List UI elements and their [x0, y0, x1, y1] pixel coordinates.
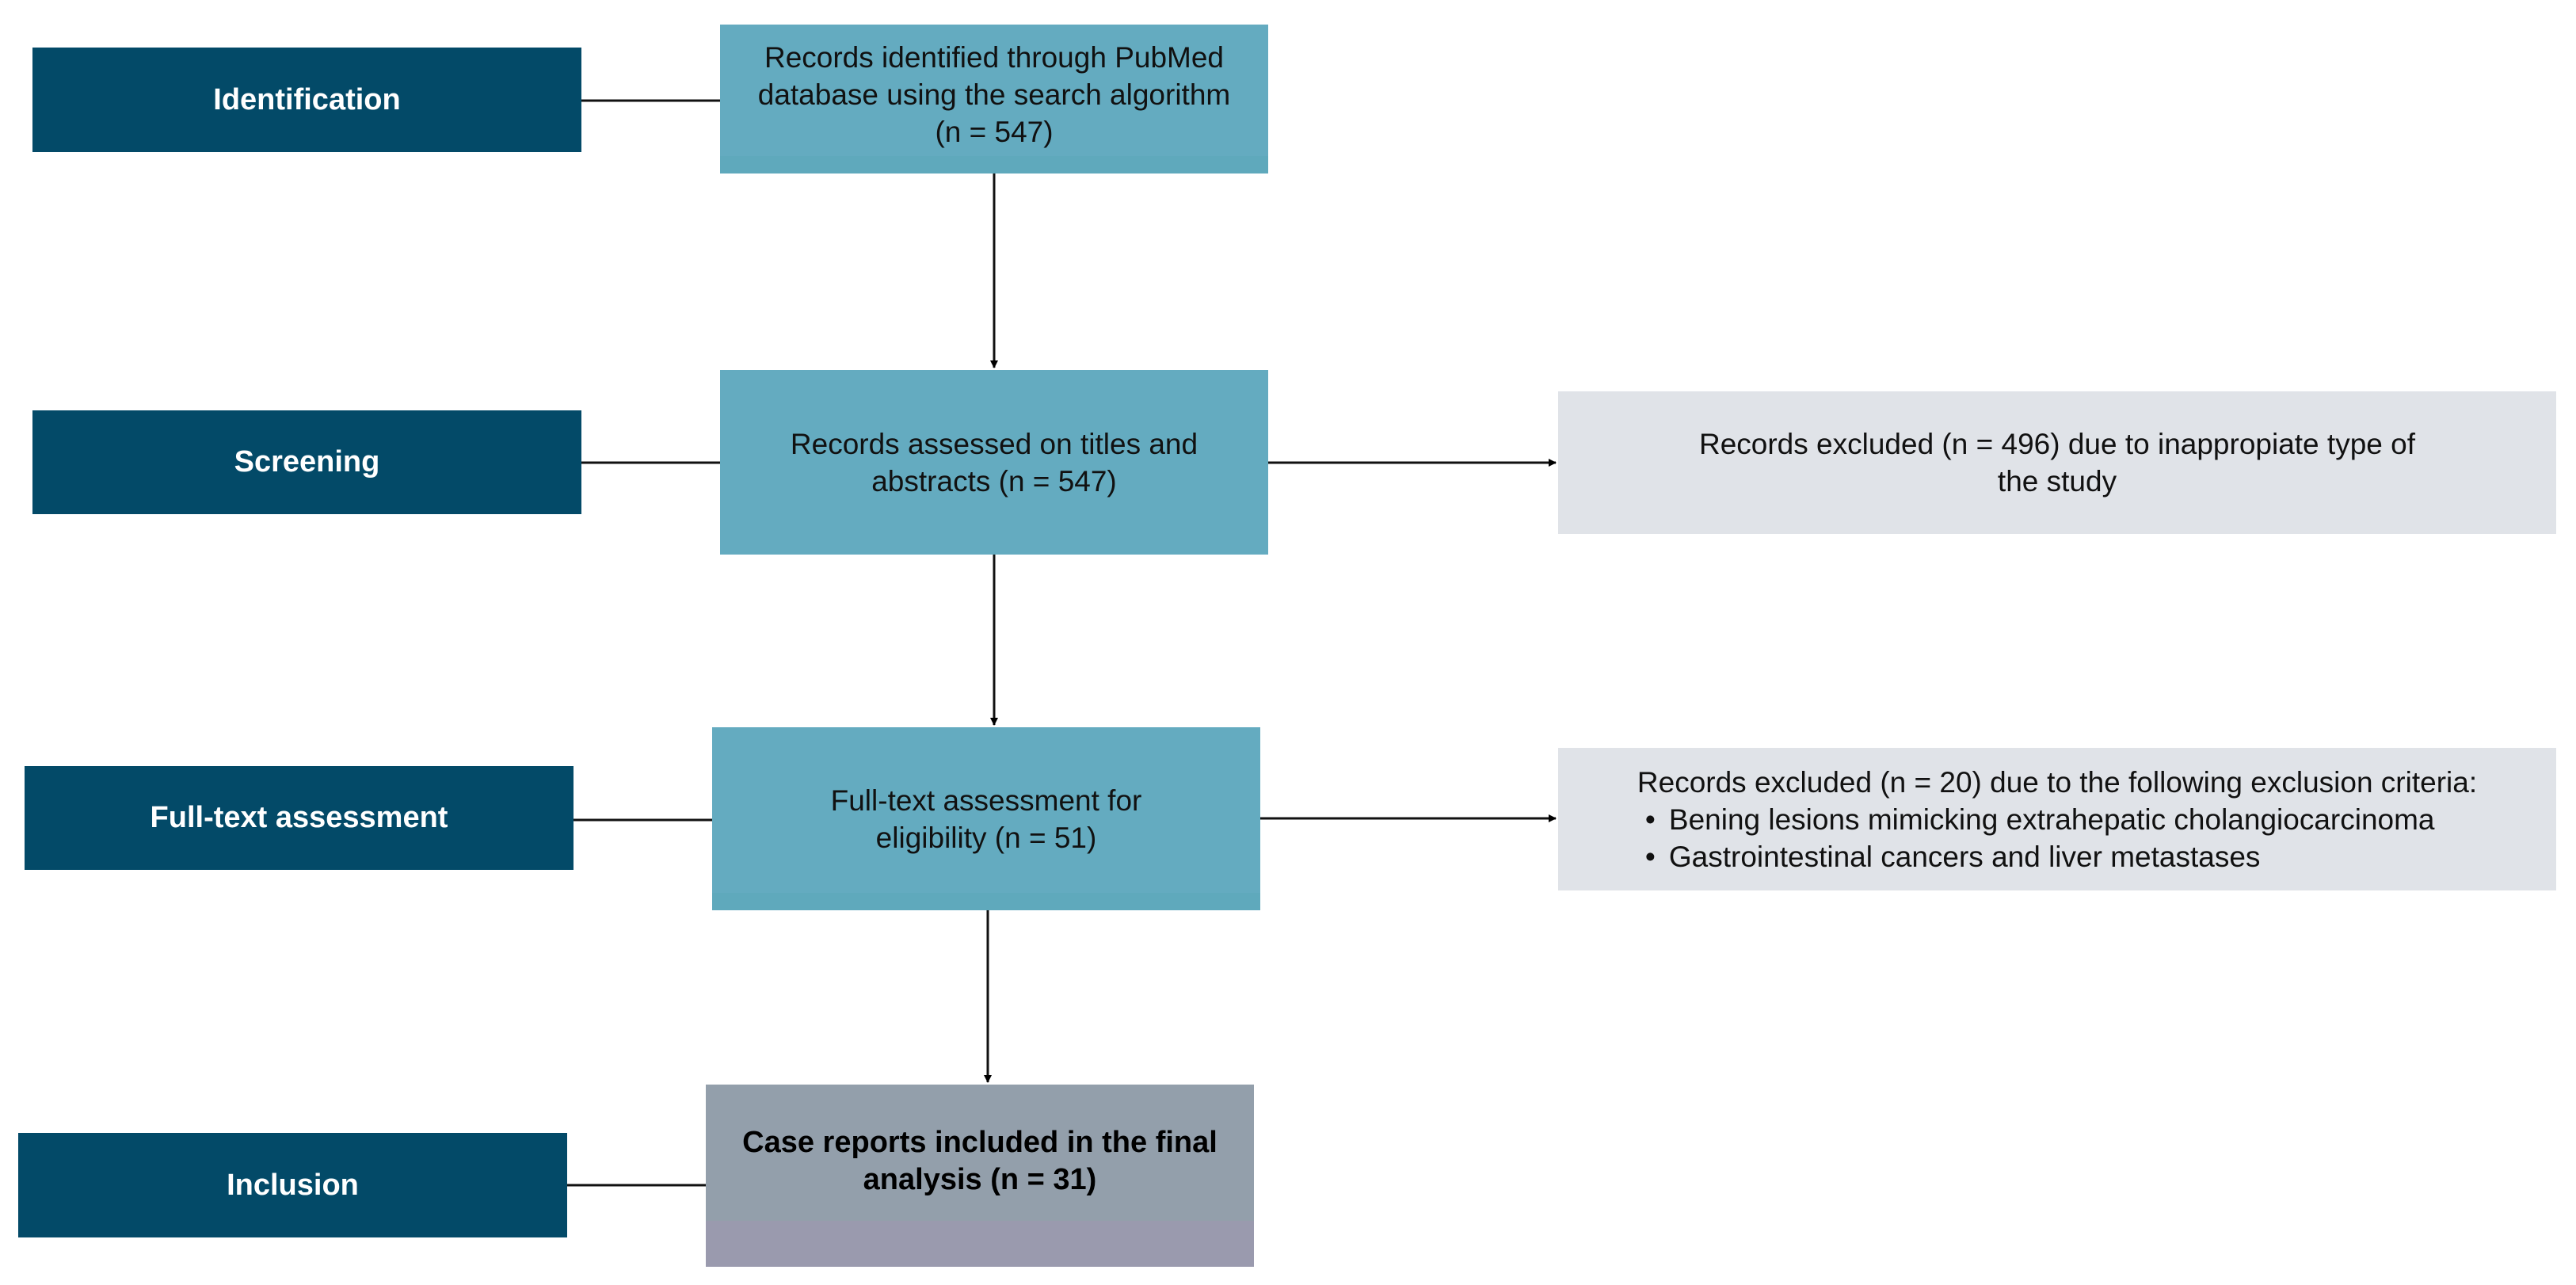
phase-fulltext-label: Full-text assessment — [150, 801, 448, 834]
exclusion-criterion: Gastrointestinal cancers and liver metas… — [1645, 838, 2477, 875]
exclusion-criteria: Records excluded (n = 20) due to the fol… — [1637, 764, 2477, 875]
fulltext-assessment-box: Full-text assessment for eligibility (n … — [712, 727, 1260, 910]
phase-screening-label: Screening — [234, 445, 380, 479]
fulltext-excluded-heading: Records excluded (n = 20) due to the fol… — [1637, 765, 2478, 799]
box-band — [712, 893, 1260, 910]
exclusion-criterion: Bening lesions mimicking extrahepatic ch… — [1645, 801, 2477, 838]
phase-inclusion: Inclusion — [18, 1133, 567, 1237]
phase-screening: Screening — [32, 410, 581, 514]
phase-fulltext: Full-text assessment — [25, 766, 574, 870]
fulltext-excluded-box: Records excluded (n = 20) due to the fol… — [1558, 748, 2556, 890]
records-identified-text: Records identified through PubMed databa… — [757, 40, 1231, 148]
box-band — [706, 1221, 1254, 1267]
exclusion-criteria-list: Bening lesions mimicking extrahepatic ch… — [1637, 801, 2477, 875]
phase-identification-label: Identification — [213, 82, 401, 116]
phase-identification: Identification — [32, 48, 581, 152]
included-final-box: Case reports included in the final analy… — [706, 1085, 1254, 1267]
screening-excluded-text: Records excluded (n = 496) due to inappr… — [1698, 428, 2415, 498]
screening-excluded-box: Records excluded (n = 496) due to inappr… — [1558, 391, 2556, 534]
records-screened-box: Records assessed on titles and abstracts… — [720, 370, 1268, 555]
phase-inclusion-label: Inclusion — [227, 1168, 359, 1202]
records-identified-box: Records identified through PubMed databa… — [720, 25, 1268, 173]
records-screened-text: Records assessed on titles and abstracts… — [790, 427, 1198, 498]
box-band — [720, 156, 1268, 173]
included-final-text: Case reports included in the final analy… — [742, 1126, 1218, 1196]
fulltext-assessment-text: Full-text assessment for eligibility (n … — [830, 784, 1142, 854]
